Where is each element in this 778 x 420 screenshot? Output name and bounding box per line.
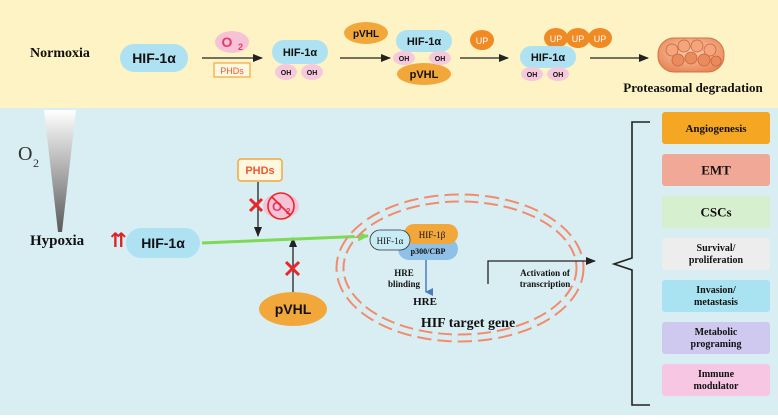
cross-icon-phds [248,197,264,213]
outcome-box: Invasion/metastasis [662,280,770,312]
svg-text:HIF-1α: HIF-1α [132,50,176,66]
cross-icon-pvhl [284,260,301,277]
normoxia-o2-bubble: O 2 [215,31,249,53]
hypoxia-label: Hypoxia [30,233,85,249]
svg-text:pVHL: pVHL [275,301,312,317]
svg-text:OH: OH [435,56,446,63]
svg-text:HIF-1α: HIF-1α [283,47,318,59]
svg-text:UP: UP [594,34,607,44]
hypoxia-hif1a: HIF-1α [126,228,200,258]
outcome-label: Survival/ [697,243,736,254]
hydroxylated-hif1a: HIF-1α OH OH [272,40,328,80]
outcome-label: EMT [701,163,731,178]
nucleus-membrane-inner [337,195,583,341]
outcome-label: Angiogenesis [685,123,747,135]
ubiquitinated-hif1a: UP UP UP HIF-1α OH OH [520,28,612,81]
ubiquitin-single: UP [470,30,494,50]
o2-gradient-wedge [44,110,76,232]
outcome-box: Angiogenesis [662,112,770,144]
svg-text:O: O [18,143,32,165]
svg-text:UP: UP [550,34,563,44]
svg-text:OH: OH [553,72,564,79]
hre-label: HRE [413,296,437,308]
outcome-label: proliferation [689,255,744,266]
activation-label-1: Activation of [520,268,571,278]
svg-text:O: O [272,199,282,214]
arrow-transcription [487,257,596,284]
svg-text:pVHL: pVHL [410,69,439,81]
proteasome-icon [657,37,725,73]
svg-text:UP: UP [476,36,489,46]
normoxia-pvhl-free: pVHL [344,22,388,44]
svg-text:PHDs: PHDs [245,165,274,177]
hif-heterodimer: HIF-1β p300/CBP HIF-1α [369,224,458,260]
svg-text:OH: OH [527,72,538,79]
svg-text:p300/CBP: p300/CBP [411,247,446,256]
svg-text:2: 2 [33,156,39,170]
outcome-label: metastasis [694,297,738,308]
outcome-box: CSCs [662,196,770,228]
increase-arrows-icon: ⇈ [110,230,127,252]
svg-text:O: O [222,34,233,50]
normoxia-hif1a: HIF-1α [120,44,188,72]
hif1a-pvhl-complex: HIF-1α pVHL OH OH [393,30,452,85]
hre-binding-label-2: blinding [388,279,421,289]
outcome-label: Metabolic [695,327,738,338]
proteasomal-degradation-label: Proteasomal degradation [623,80,763,95]
o2-gradient-label: O 2 [18,143,39,170]
normoxia-phds-box: PHDs [213,62,251,78]
hypoxia-o2-blocked-icon: O 2 [263,192,299,220]
svg-text:UP: UP [572,34,585,44]
outcome-label: Immune [698,369,735,380]
svg-text:HIF-1α: HIF-1α [377,236,404,246]
svg-text:OH: OH [281,70,292,77]
outcome-label: programing [691,339,742,350]
outcome-label: Invasion/ [696,285,736,296]
svg-text:HIF-1α: HIF-1α [407,36,442,48]
hre-binding-label-1: HRE [394,268,414,278]
outcome-label: modulator [694,381,740,392]
outcome-box: Survival/proliferation [662,238,770,270]
outcome-box: EMT [662,154,770,186]
svg-text:OH: OH [307,70,318,77]
svg-text:HIF-1α: HIF-1α [141,235,185,251]
arrow-nuclear-translocation [201,231,369,245]
normoxia-label: Normoxia [30,46,90,61]
svg-text:PHDs: PHDs [220,66,244,76]
svg-text:HIF-1α: HIF-1α [531,52,566,64]
hif-target-gene-label: HIF target gene [421,316,515,331]
hypoxia-panel [0,108,778,415]
hypoxia-pvhl: pVHL [259,292,327,326]
outcome-bracket [611,121,650,406]
outcome-label: CSCs [700,205,731,220]
svg-text:2: 2 [238,42,243,52]
svg-text:pVHL: pVHL [353,29,379,40]
svg-text:HIF-1β: HIF-1β [419,230,446,240]
hypoxia-phds-box: PHDs [237,158,283,182]
activation-label-2: transcription [520,279,571,289]
svg-text:2: 2 [286,207,291,216]
svg-text:OH: OH [399,56,410,63]
